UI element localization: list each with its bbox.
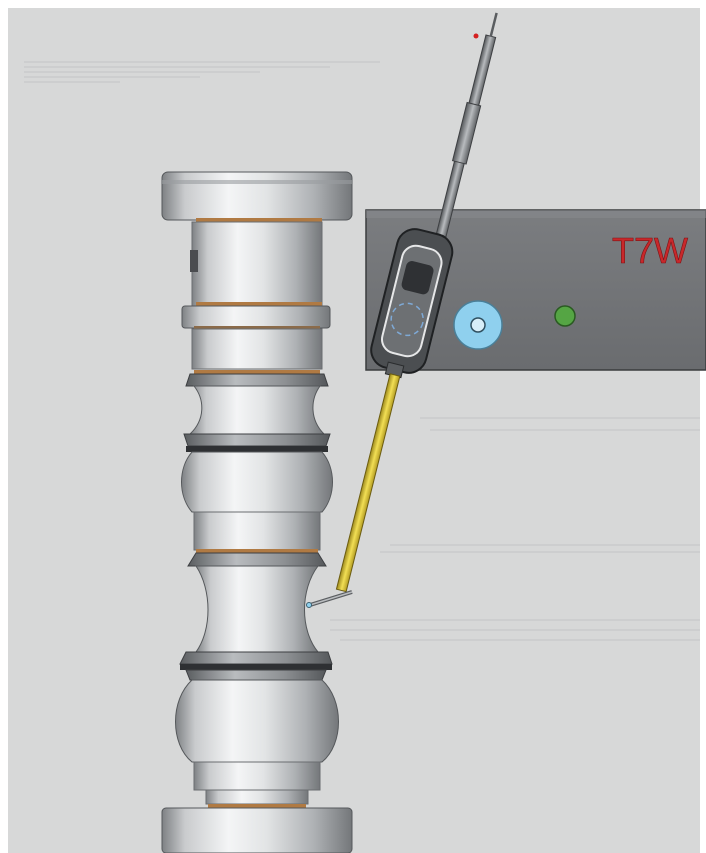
touch-probe [306, 12, 498, 608]
background-lines [24, 61, 700, 641]
plate-label: T7W [612, 230, 688, 271]
shaft-workpiece [161, 171, 353, 853]
port-center [470, 317, 486, 333]
indicator-led [554, 305, 576, 327]
stylus-tip [473, 33, 479, 39]
probe-contact-tip [306, 602, 312, 608]
